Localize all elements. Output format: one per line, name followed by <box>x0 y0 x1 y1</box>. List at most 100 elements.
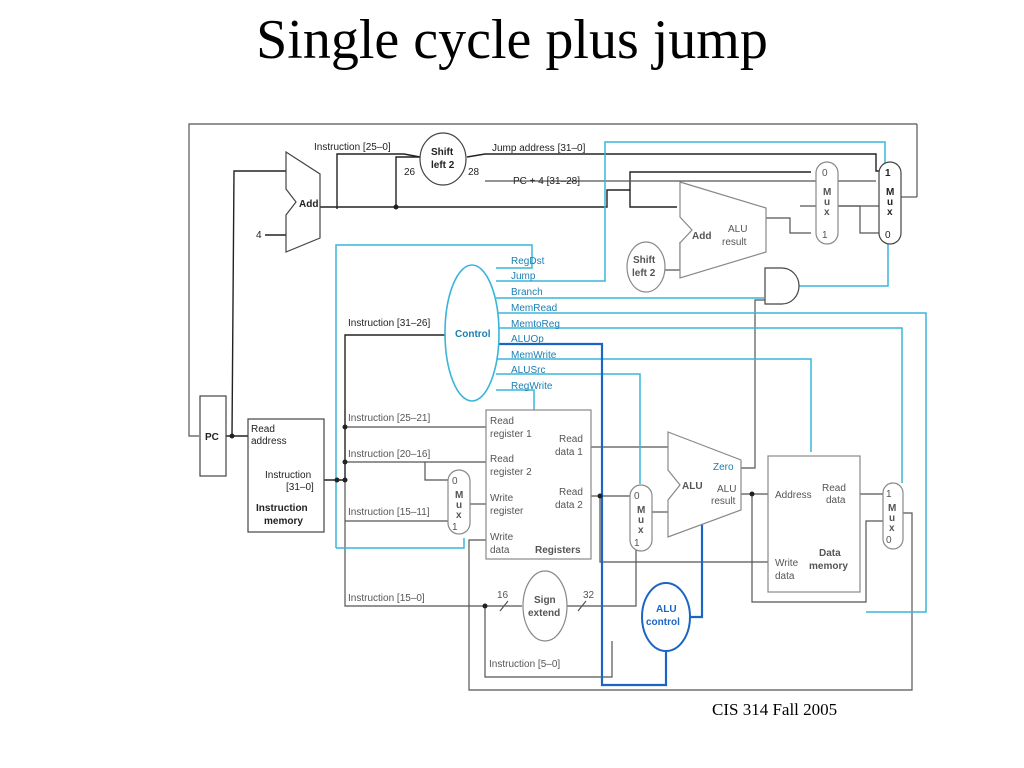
signal-memtoreg: MemtoReg <box>511 319 560 330</box>
reg-wdata-2: data <box>490 545 510 556</box>
pc-label: PC <box>205 432 219 443</box>
reg-wdata-1: Write <box>490 532 514 543</box>
imem-read-1: Read <box>251 424 275 435</box>
regdst-mux-x: x <box>456 510 462 521</box>
memtoreg-mux-m: M <box>888 503 896 514</box>
instr-15-11-label: Instruction [15–11] <box>348 507 430 518</box>
alu-result-1: ALU <box>717 484 736 495</box>
dmem-read-1: Read <box>822 483 846 494</box>
regdst-mux-1: 1 <box>452 522 458 533</box>
instr-25-21-label: Instruction [25–21] <box>348 413 430 424</box>
branch-mux-x: x <box>824 207 830 218</box>
pc-adder-label: Add <box>299 199 318 210</box>
imem-title-1: Instruction <box>256 503 308 514</box>
junction-dots <box>229 204 755 609</box>
branch-shift-left-2 <box>626 241 666 293</box>
reg-rdata1-2: data 1 <box>555 447 583 458</box>
alu-result-2: result <box>711 496 736 507</box>
branch-mux <box>815 161 839 245</box>
footer-text: CIS 314 Fall 2005 <box>712 700 838 719</box>
signal-regdst: RegDst <box>511 256 545 267</box>
bits-16-label: 16 <box>497 590 509 601</box>
sign-extend <box>522 570 568 642</box>
imem-title-2: memory <box>264 516 303 527</box>
register-file <box>485 409 592 560</box>
alusrc-mux-m: M <box>637 505 645 516</box>
signal-memread: MemRead <box>511 303 557 314</box>
alu-label: ALU <box>682 481 703 492</box>
regdst-mux <box>447 469 471 535</box>
branch-and-gate <box>764 267 800 305</box>
control-label: Control <box>455 329 491 340</box>
alusrc-mux-0: 0 <box>634 491 640 502</box>
bits-28-label: 28 <box>468 167 480 178</box>
jump-mux-u: u <box>887 197 893 208</box>
jump-mux-1: 1 <box>885 168 891 179</box>
branch-alu-label-2: result <box>722 237 747 248</box>
signal-jump: Jump <box>511 271 536 282</box>
memtoreg-mux <box>882 482 904 550</box>
signal-branch: Branch <box>511 287 543 298</box>
branch-alu-label-1: ALU <box>728 224 747 235</box>
reg-rdata2-2: data 2 <box>555 500 583 511</box>
dmem-address: Address <box>775 490 812 501</box>
jump-mux-x: x <box>887 207 893 218</box>
jump-address-label: Jump address [31–0] <box>492 143 586 154</box>
zero-label: Zero <box>713 462 734 473</box>
registers-title: Registers <box>535 545 581 556</box>
jump-mux <box>878 161 902 245</box>
memtoreg-mux-0: 0 <box>886 535 892 546</box>
constant-four: 4 <box>256 230 262 241</box>
branch-mux-1: 1 <box>822 230 828 241</box>
alusrc-mux-1: 1 <box>634 538 640 549</box>
branch-shift-label-2: left 2 <box>632 268 656 279</box>
reg-rdata2-1: Read <box>559 487 583 498</box>
reg-rdata1-1: Read <box>559 434 583 445</box>
dmem-title-1: Data <box>819 548 841 559</box>
jump-shift-left-2 <box>419 132 467 186</box>
control-wires <box>335 141 927 613</box>
reg-read1-2: register 1 <box>490 429 532 440</box>
alu-control-1: ALU <box>656 604 677 615</box>
instr-20-16-label: Instruction [20–16] <box>348 449 430 460</box>
bits-32-label: 32 <box>583 590 595 601</box>
aluop-wire <box>496 342 668 687</box>
reg-write-2: register <box>490 506 524 517</box>
imem-instr-2: [31–0] <box>286 482 314 493</box>
branch-mux-m: M <box>823 187 831 198</box>
reg-read2-2: register 2 <box>490 467 532 478</box>
dmem-title-2: memory <box>809 561 848 572</box>
branch-shift-label-1: Shift <box>633 255 656 266</box>
signal-aluop: ALUOp <box>511 334 544 345</box>
alusrc-mux-x: x <box>638 525 644 536</box>
reg-write-1: Write <box>490 493 514 504</box>
branch-adder <box>679 181 767 279</box>
instr-31-26-label: Instruction [31–26] <box>348 318 430 329</box>
jump-shift-label-2: left 2 <box>431 160 455 171</box>
alu-control-unit <box>641 582 691 652</box>
control-unit <box>444 264 500 402</box>
control-signals: RegDst Jump Branch MemRead MemtoReg ALUO… <box>511 256 560 392</box>
jump-mux-0: 0 <box>885 230 891 241</box>
signal-alusrc: ALUSrc <box>511 365 545 376</box>
pc-plus-4-label: PC + 4 [31–28] <box>513 176 580 187</box>
imem-instr-1: Instruction <box>265 470 311 481</box>
dmem-read-2: data <box>826 495 846 506</box>
branch-mux-u: u <box>824 197 830 208</box>
regdst-mux-m: M <box>455 490 463 501</box>
bits-26-label: 26 <box>404 167 416 178</box>
dmem-write-2: data <box>775 571 795 582</box>
alusrc-mux <box>629 484 653 552</box>
signal-regwrite: RegWrite <box>511 381 553 392</box>
jump-shift-label-1: Shift <box>431 147 454 158</box>
instruction-memory <box>247 418 325 533</box>
regdst-mux-0: 0 <box>452 476 458 487</box>
branch-mux-0: 0 <box>822 168 828 179</box>
memtoreg-mux-x: x <box>889 523 895 534</box>
alu-control-2: control <box>646 617 680 628</box>
regdst-mux-u: u <box>456 500 462 511</box>
imem-read-2: address <box>251 436 287 447</box>
instr-25-0-label: Instruction [25–0] <box>314 142 391 153</box>
alusrc-mux-u: u <box>638 515 644 526</box>
